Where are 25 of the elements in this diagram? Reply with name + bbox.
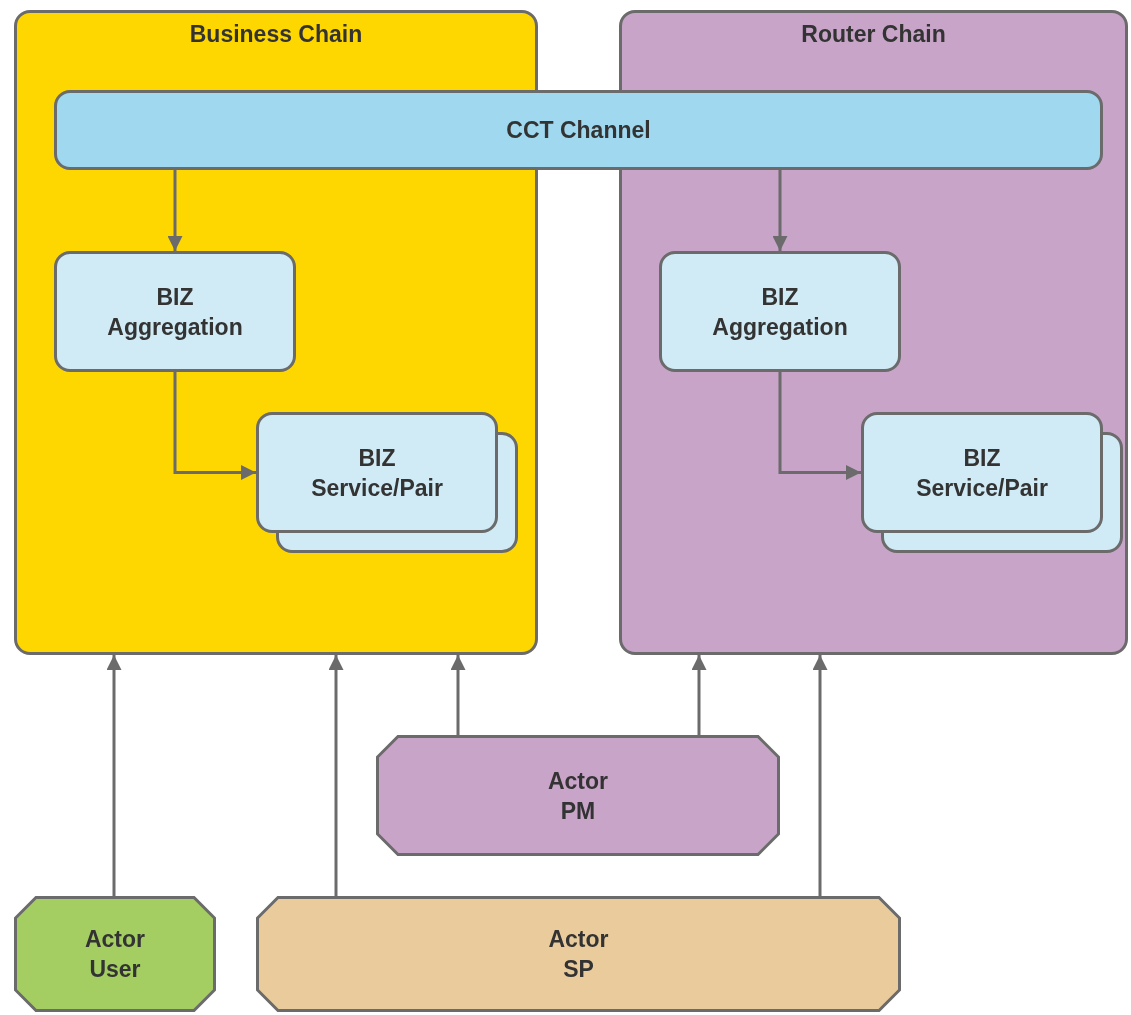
node-label: Actor PM bbox=[547, 766, 609, 826]
arrow bbox=[167, 170, 183, 251]
stacked-process-box bbox=[256, 412, 518, 553]
node-label: Actor SP bbox=[548, 925, 609, 984]
arrow bbox=[772, 170, 788, 251]
arrow bbox=[778, 372, 861, 480]
arrow bbox=[173, 372, 256, 480]
stacked-process-box bbox=[861, 412, 1123, 553]
channel-bar bbox=[54, 90, 1103, 170]
process-box bbox=[54, 251, 296, 372]
node-label: BIZ Service/Pair bbox=[311, 443, 443, 503]
node-label: BIZ Aggregation bbox=[107, 282, 243, 342]
arrow bbox=[106, 655, 122, 896]
panel-heading: Business Chain bbox=[189, 20, 363, 49]
arrow bbox=[328, 655, 344, 896]
node-label: BIZ Aggregation bbox=[712, 282, 848, 342]
panel-heading: Router Chain bbox=[801, 20, 946, 49]
arrow bbox=[812, 655, 828, 896]
arrow bbox=[691, 655, 707, 735]
node-label: Actor User bbox=[84, 925, 146, 984]
actor-octagon bbox=[14, 896, 216, 1012]
process-box bbox=[659, 251, 901, 372]
node-label: BIZ Service/Pair bbox=[916, 443, 1048, 503]
arrow bbox=[450, 655, 466, 735]
node-label: CCT Channel bbox=[506, 116, 651, 145]
